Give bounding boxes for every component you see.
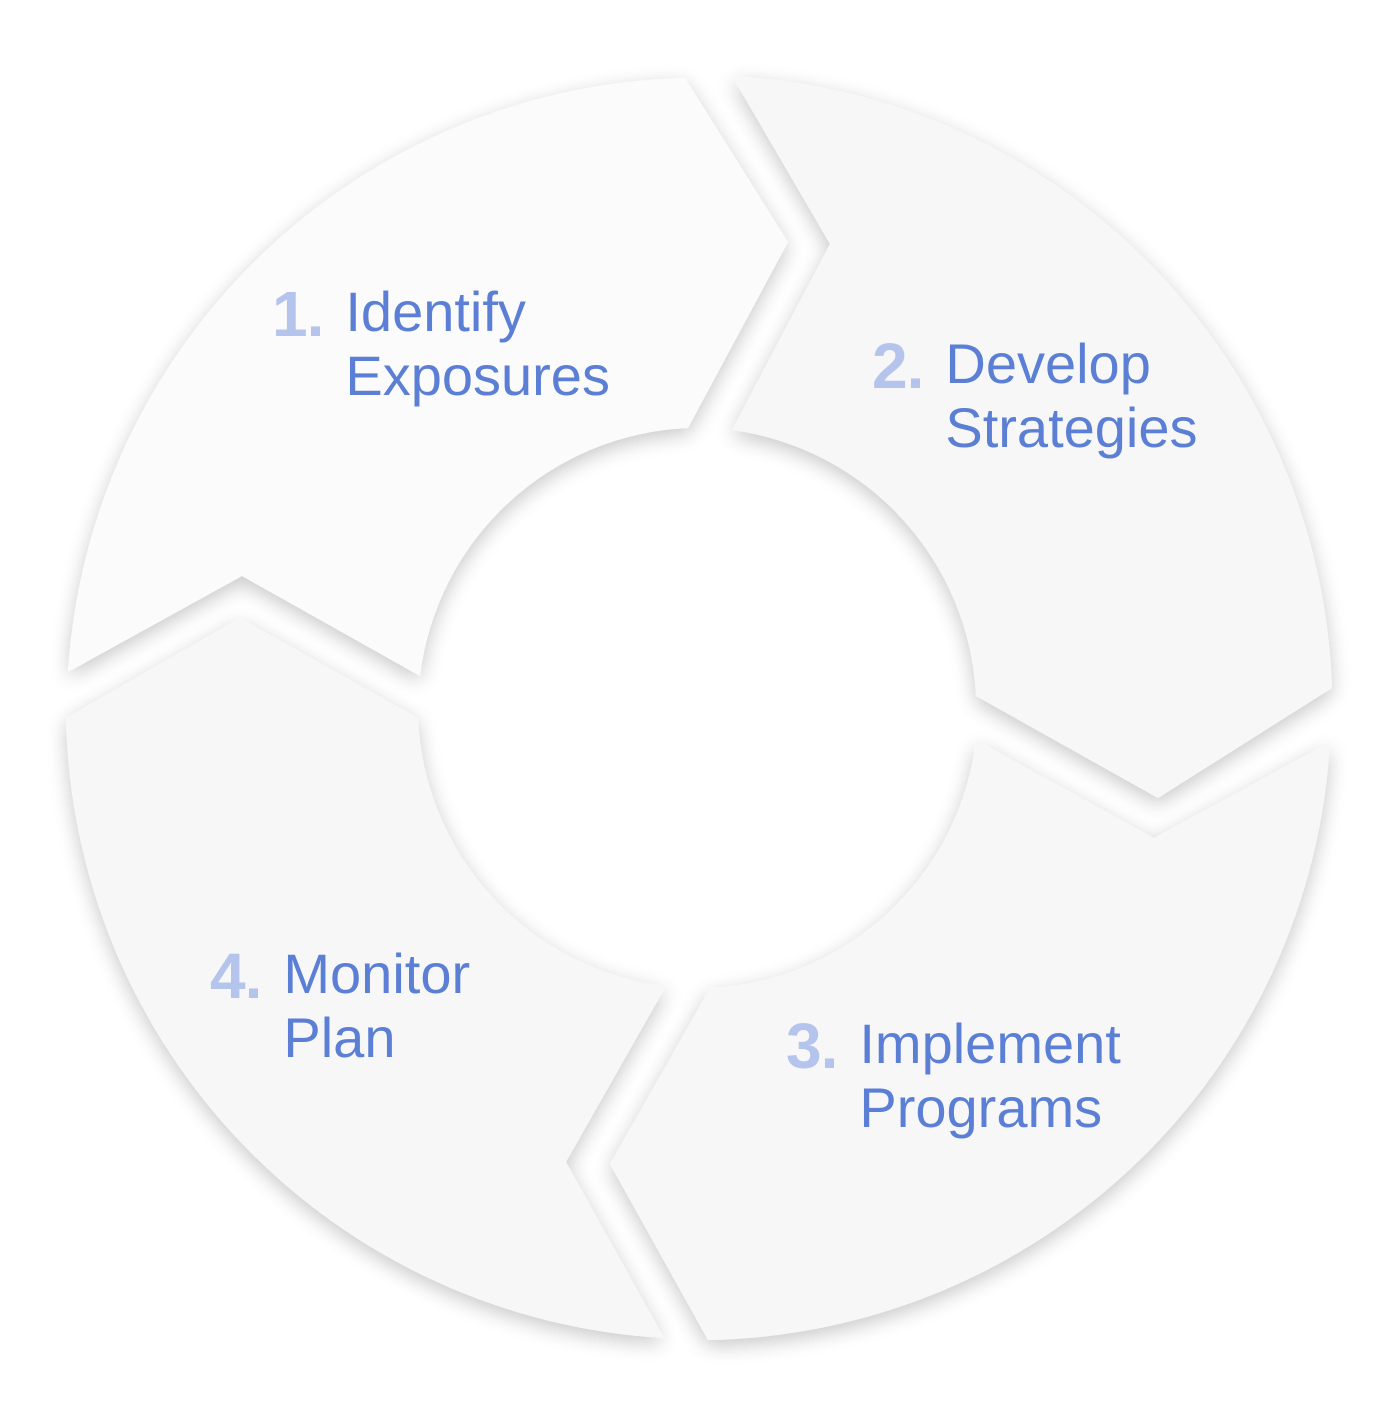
segment-implement-programs	[610, 740, 1330, 1340]
segment-develop-strategies	[732, 76, 1332, 798]
step-2-label: Develop Strategies	[945, 332, 1197, 460]
step-2-line2: Strategies	[945, 396, 1198, 459]
step-4: 4. Monitor Plan	[210, 942, 470, 1070]
step-1-line1: Identify	[345, 280, 526, 343]
step-1-number: 1.	[272, 278, 324, 350]
step-3-line2: Programs	[859, 1076, 1103, 1139]
step-4-line1: Monitor	[283, 942, 471, 1005]
step-2-number: 2.	[872, 330, 924, 402]
step-4-number: 4.	[210, 940, 262, 1012]
step-4-label: Monitor Plan	[283, 942, 470, 1070]
step-3-label: Implement Programs	[859, 1012, 1120, 1140]
step-1-label: Identify Exposures	[345, 280, 610, 408]
step-3: 3. Implement Programs	[786, 1012, 1121, 1140]
step-4-line2: Plan	[283, 1006, 396, 1069]
step-1-line2: Exposures	[345, 344, 610, 407]
segment-identify-exposures	[68, 78, 788, 676]
step-2-line1: Develop	[945, 332, 1151, 395]
step-3-line1: Implement	[859, 1012, 1121, 1075]
step-2: 2. Develop Strategies	[872, 332, 1198, 460]
step-1: 1. Identify Exposures	[272, 280, 610, 408]
segment-monitor-plan	[66, 618, 666, 1338]
step-3-number: 3.	[786, 1010, 838, 1082]
